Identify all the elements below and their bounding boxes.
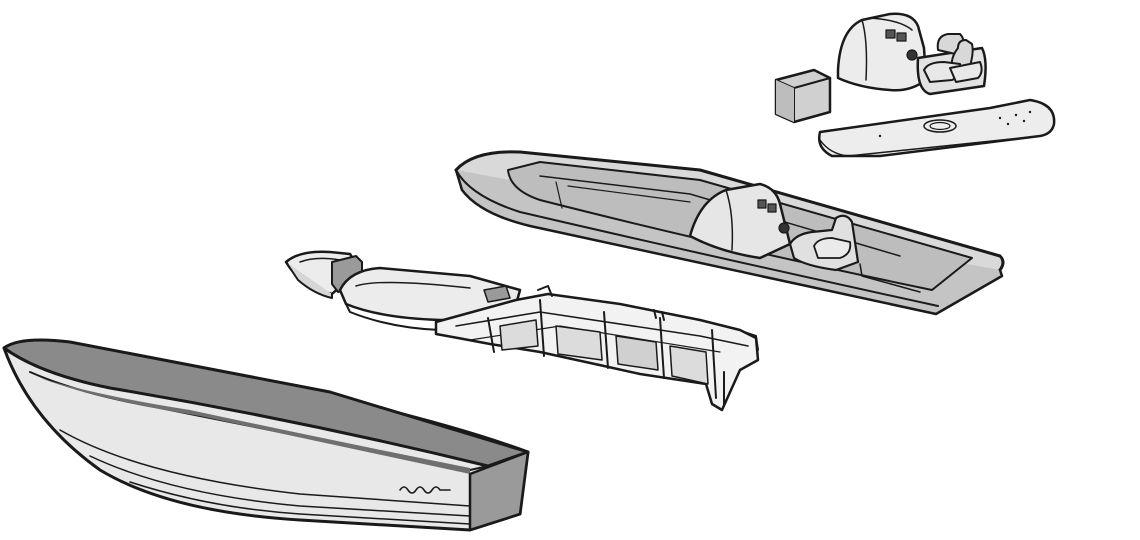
deck-lid-part	[818, 98, 1056, 158]
hull-logo-icon	[399, 486, 451, 494]
console-seat-part	[836, 12, 987, 96]
storage-box-part	[774, 68, 832, 124]
bow-cap-part	[284, 250, 363, 299]
hull-part	[2, 338, 530, 532]
liner-part	[338, 266, 760, 412]
deck-part	[454, 150, 1005, 316]
